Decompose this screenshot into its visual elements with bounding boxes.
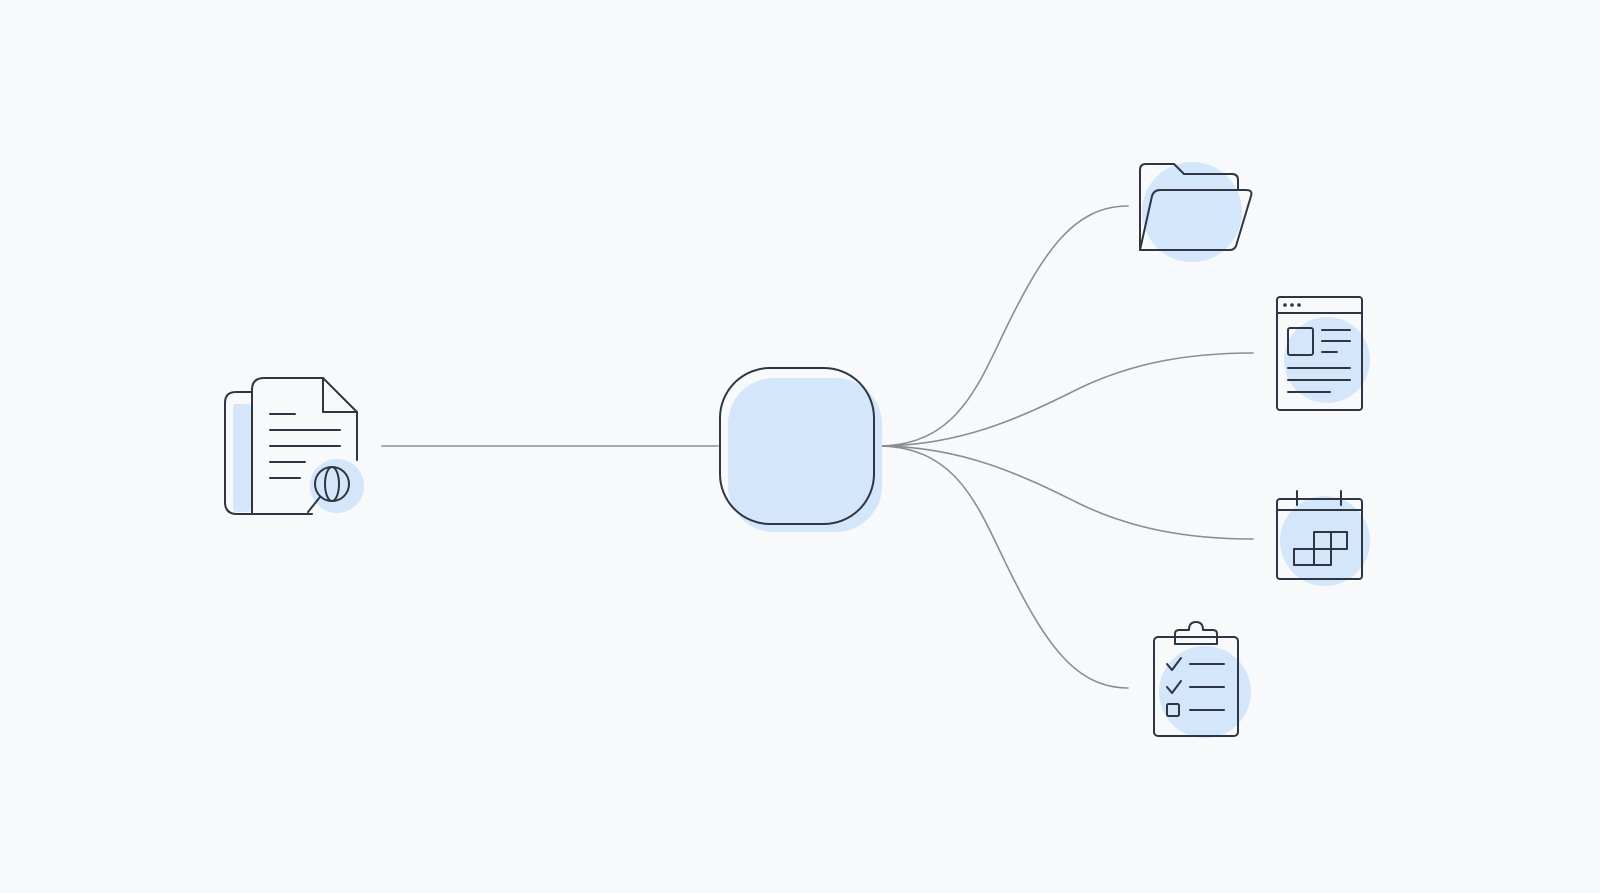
- connector-hub-to-calendar: [877, 445, 1254, 540]
- calendar-icon: [1276, 490, 1370, 586]
- folder-icon: [1139, 162, 1253, 262]
- rounded-square-hub: [719, 367, 882, 532]
- connector-hub-to-web-page: [877, 352, 1254, 447]
- connector-hub-to-folder: [877, 205, 1129, 447]
- connectors: [381, 205, 1254, 689]
- web-page-icon: [1276, 296, 1370, 411]
- checklist-clipboard-icon: [1153, 621, 1251, 738]
- connector-hub-to-checklist: [877, 445, 1129, 689]
- document-globe-icon: [224, 377, 364, 515]
